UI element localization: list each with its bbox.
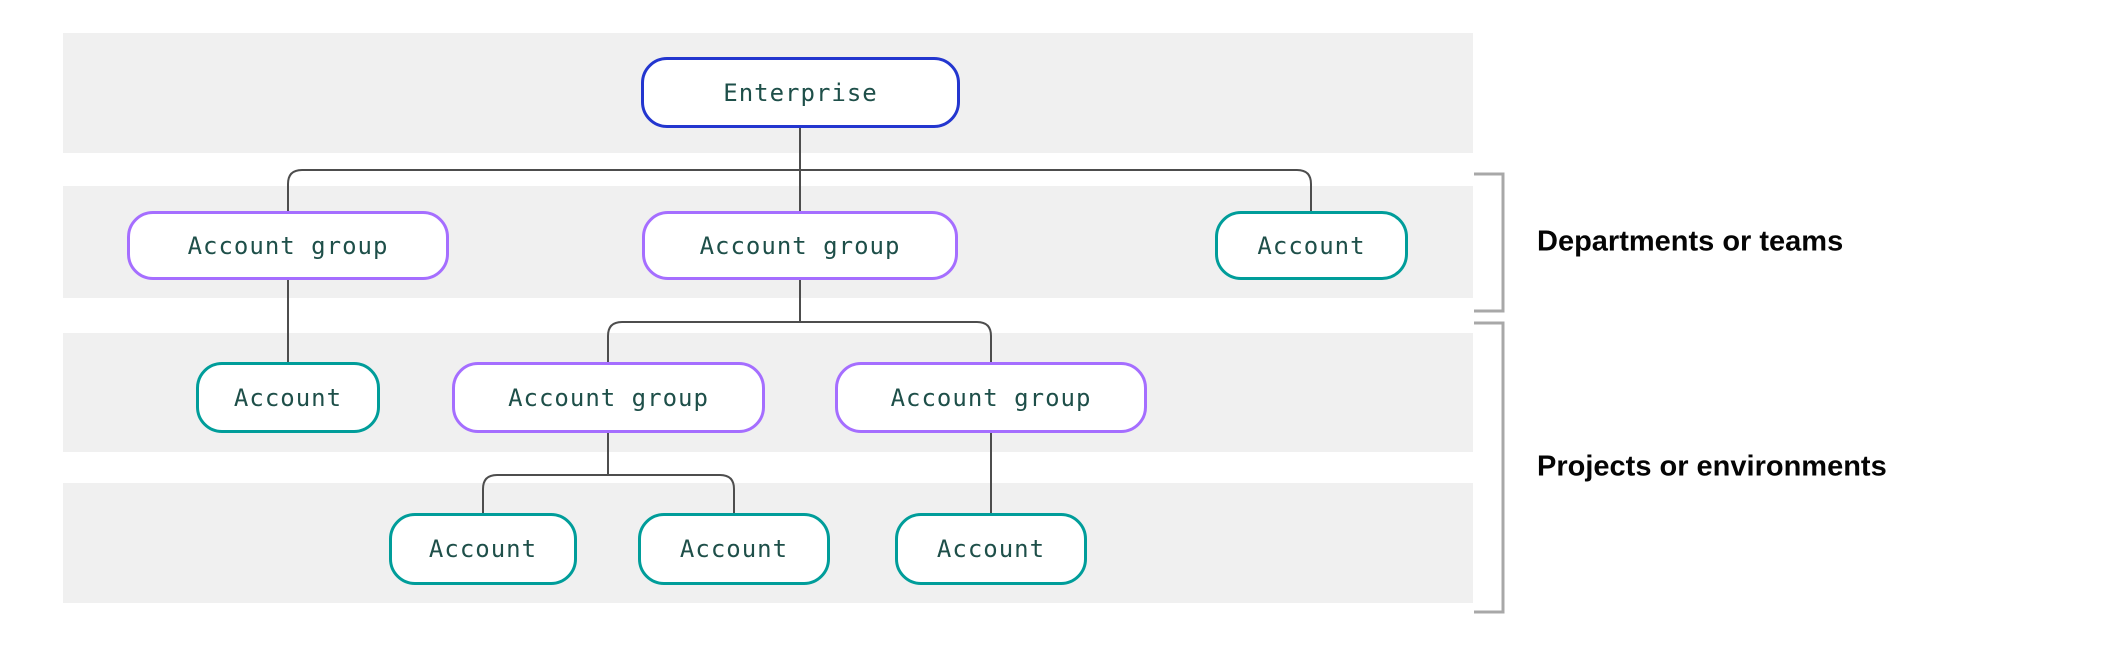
node-account-row3: Account: [196, 362, 380, 433]
label-departments-or-teams: Departments or teams: [1537, 225, 1844, 258]
label-projects-or-environments: Projects or environments: [1537, 450, 1887, 483]
node-account-group-row2-2: Account group: [642, 211, 958, 280]
node-account-row4-2: Account: [638, 513, 830, 585]
node-account-row4-3: Account: [895, 513, 1087, 585]
node-account-group-row2-1: Account group: [127, 211, 449, 280]
bracket-departments: [1474, 172, 1505, 313]
bracket-projects: [1474, 321, 1505, 614]
node-account-group-row3-2: Account group: [835, 362, 1147, 433]
node-account-row2: Account: [1215, 211, 1408, 280]
node-account-row4-1: Account: [389, 513, 577, 585]
node-enterprise: Enterprise: [641, 57, 960, 128]
node-account-group-row3-1: Account group: [452, 362, 765, 433]
